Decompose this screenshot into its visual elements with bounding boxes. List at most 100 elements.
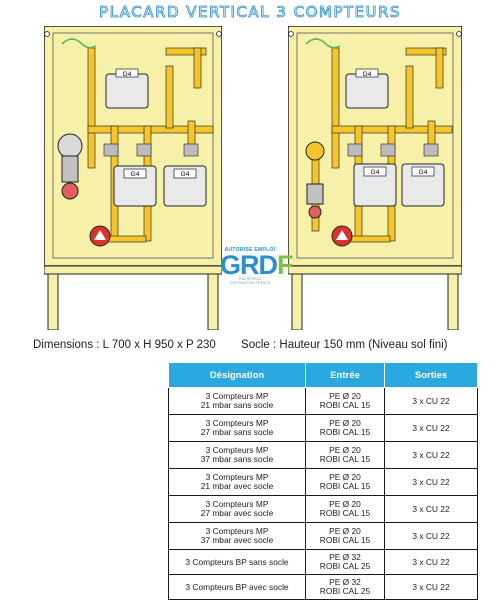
cell-entree-line: ROBI CAL 25 bbox=[319, 561, 371, 571]
cell-designation-line: 37 mbar avec socle bbox=[200, 535, 274, 545]
logo-wordmark: GRDF bbox=[220, 250, 293, 280]
warning-sign-left bbox=[89, 225, 111, 247]
cabinet-diagram-right: G4 G4 G4 bbox=[288, 26, 462, 330]
header-designation: Désignation bbox=[168, 362, 306, 388]
cell-sorties: 3 x CU 22 bbox=[384, 522, 478, 550]
spec-table: Désignation Entrée Sorties 3 Compteurs M… bbox=[168, 362, 478, 600]
svg-text:G4: G4 bbox=[181, 171, 190, 178]
table-header-row: Désignation Entrée Sorties bbox=[168, 362, 478, 388]
cell-designation-line: 3 Compteurs MP bbox=[205, 445, 269, 455]
cell-entree-line: PE Ø 32 bbox=[329, 577, 361, 587]
cell-sorties-line: 3 x CU 22 bbox=[412, 556, 450, 567]
cell-entree-line: ROBI CAL 15 bbox=[319, 427, 371, 437]
meter-top-left: G4 bbox=[105, 68, 149, 109]
cell-sorties: 3 x CU 22 bbox=[384, 495, 478, 523]
meter-bottom-right-1: G4 bbox=[353, 163, 397, 207]
cell-entree-line: PE Ø 20 bbox=[329, 418, 361, 428]
cell-entree-line: PE Ø 20 bbox=[329, 391, 361, 401]
cell-designation-line: 3 Compteurs MP bbox=[205, 418, 269, 428]
cabinet-diagram-left: G4 G4 G4 bbox=[44, 26, 222, 330]
logo-caption-top: AUTORISE EMPLOI bbox=[224, 247, 276, 253]
dimensions-line: Dimensions : L 700 x H 950 x P 230 Socle… bbox=[33, 339, 469, 351]
logo-caption-sub2: DISTRIBUTION FRANCE bbox=[229, 281, 271, 285]
meter-top-right: G4 bbox=[345, 68, 389, 109]
svg-text:G4: G4 bbox=[363, 71, 372, 78]
header-sorties: Sorties bbox=[384, 362, 478, 388]
svg-text:G4: G4 bbox=[419, 169, 428, 176]
cell-sorties: 3 x CU 22 bbox=[384, 574, 478, 600]
cell-entree-line: ROBI CAL 15 bbox=[319, 481, 371, 491]
cell-entree-line: ROBI CAL 15 bbox=[319, 535, 371, 545]
svg-text:G4: G4 bbox=[371, 169, 380, 176]
cell-designation-line: 3 Compteurs MP bbox=[205, 472, 269, 482]
cell-designation-line: 27 mbar sans socle bbox=[200, 427, 274, 437]
cell-sorties-line: 3 x CU 22 bbox=[412, 422, 450, 433]
cell-designation-line: 37 mbar sans socle bbox=[200, 454, 274, 464]
cell-entree-line: PE Ø 20 bbox=[329, 445, 361, 455]
cell-designation-line: 21 mbar sans socle bbox=[200, 400, 274, 410]
cell-designation-line: 3 Compteurs MP bbox=[205, 499, 269, 509]
warning-sign-right bbox=[331, 225, 353, 247]
cell-entree-line: PE Ø 20 bbox=[329, 472, 361, 482]
grdf-logo: AUTORISE EMPLOI GRDF GAZ RÉSEAU DISTRIBU… bbox=[220, 247, 293, 285]
cell-entree-line: ROBI CAL 15 bbox=[319, 508, 371, 518]
page-title: PLACARD VERTICAL 3 COMPTEURS bbox=[99, 3, 401, 22]
cell-sorties: 3 x CU 22 bbox=[384, 549, 478, 575]
cell-designation: 3 Compteurs BP sans socle bbox=[168, 549, 306, 575]
meter-bottom-right-2: G4 bbox=[401, 163, 445, 207]
cell-sorties: 3 x CU 22 bbox=[384, 387, 478, 415]
cell-sorties-line: 3 x CU 22 bbox=[412, 530, 450, 541]
cell-entree-line: ROBI CAL 25 bbox=[319, 586, 371, 596]
regulator-left bbox=[57, 133, 83, 200]
cell-designation-line: 21 mbar avec socle bbox=[200, 481, 274, 491]
svg-text:G4: G4 bbox=[123, 71, 132, 78]
cell-sorties: 3 x CU 22 bbox=[384, 441, 478, 469]
regulator-right bbox=[305, 141, 325, 219]
meter-bottom-left-2: G4 bbox=[163, 165, 207, 207]
cell-sorties-line: 3 x CU 22 bbox=[412, 395, 450, 406]
cell-sorties-line: 3 x CU 22 bbox=[412, 581, 450, 592]
cell-designation-line: 27 mbar avec socle bbox=[200, 508, 274, 518]
header-entree: Entrée bbox=[305, 362, 385, 388]
meter-bottom-left-1: G4 bbox=[113, 165, 157, 207]
cell-entree-line: PE Ø 32 bbox=[329, 552, 361, 562]
cell-sorties-line: 3 x CU 22 bbox=[412, 503, 450, 514]
cell-entree-line: ROBI CAL 15 bbox=[319, 454, 371, 464]
cell-sorties-line: 3 x CU 22 bbox=[412, 476, 450, 487]
cell-entree-line: ROBI CAL 15 bbox=[319, 400, 371, 410]
logo-caption-sub1: GAZ RÉSEAU bbox=[238, 277, 262, 281]
cell-designation-line: 3 Compteurs MP bbox=[205, 391, 269, 401]
cell-designation-line: 3 Compteurs MP bbox=[205, 526, 269, 536]
cell-designation-line: 3 Compteurs BP avec socle bbox=[185, 581, 289, 592]
cell-entree-line: PE Ø 20 bbox=[329, 526, 361, 536]
dimensions-socle: Socle : Hauteur 150 mm (Niveau sol fini) bbox=[241, 339, 448, 351]
cell-entree-line: PE Ø 20 bbox=[329, 499, 361, 509]
svg-text:G4: G4 bbox=[131, 171, 140, 178]
cell-sorties: 3 x CU 22 bbox=[384, 468, 478, 496]
dimensions-size: Dimensions : L 700 x H 950 x P 230 bbox=[33, 339, 216, 351]
cell-sorties-line: 3 x CU 22 bbox=[412, 449, 450, 460]
cell-designation: 3 Compteurs BP avec socle bbox=[168, 574, 306, 600]
cell-designation-line: 3 Compteurs BP sans socle bbox=[185, 556, 289, 567]
